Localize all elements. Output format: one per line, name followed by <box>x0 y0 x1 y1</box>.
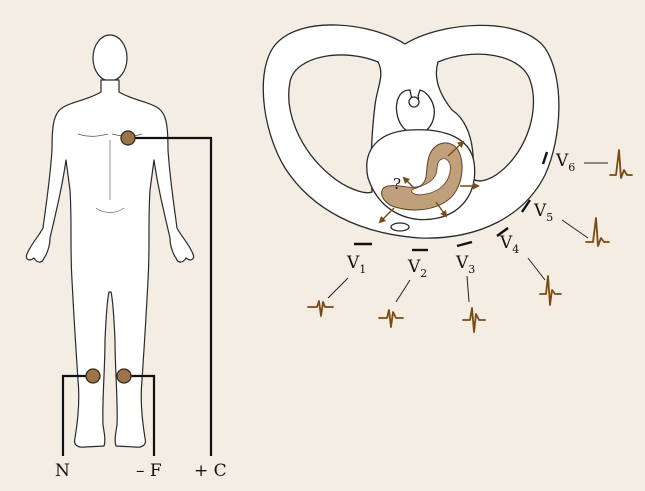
ecg-trace-v5 <box>586 218 609 246</box>
ecg-trace-v2 <box>379 310 403 327</box>
label-foot: – F <box>136 461 162 481</box>
tick-v3 <box>457 242 472 246</box>
leader-v1 <box>328 278 348 298</box>
chest-electrode <box>121 131 135 145</box>
label-v3: V3 <box>455 253 475 276</box>
ecg-trace-v1 <box>308 301 333 316</box>
head <box>93 35 127 81</box>
leader-v4 <box>528 258 545 280</box>
question-mark: ? <box>393 175 401 193</box>
body-silhouette <box>26 80 193 447</box>
esophagus <box>391 223 409 231</box>
label-v5: V5 <box>533 201 553 224</box>
label-v1: V1 <box>346 253 366 276</box>
chest-cross-section <box>263 25 559 238</box>
human-body-outline <box>26 35 193 447</box>
ecg-trace-v3 <box>463 308 485 332</box>
leader-v5 <box>562 220 588 238</box>
leader-v3 <box>467 276 469 302</box>
label-chest: + C <box>194 461 227 481</box>
label-negative: N <box>55 461 70 481</box>
leader-v2 <box>396 280 410 302</box>
right-knee-electrode <box>86 369 100 383</box>
spinal-canal <box>409 97 419 107</box>
ecg-trace-v6 <box>610 150 632 178</box>
label-v6: V6 <box>555 151 575 174</box>
ecg-trace-v4 <box>540 276 561 305</box>
label-v4: V4 <box>499 233 519 256</box>
label-v2: V2 <box>407 257 427 280</box>
left-knee-electrode <box>117 369 131 383</box>
